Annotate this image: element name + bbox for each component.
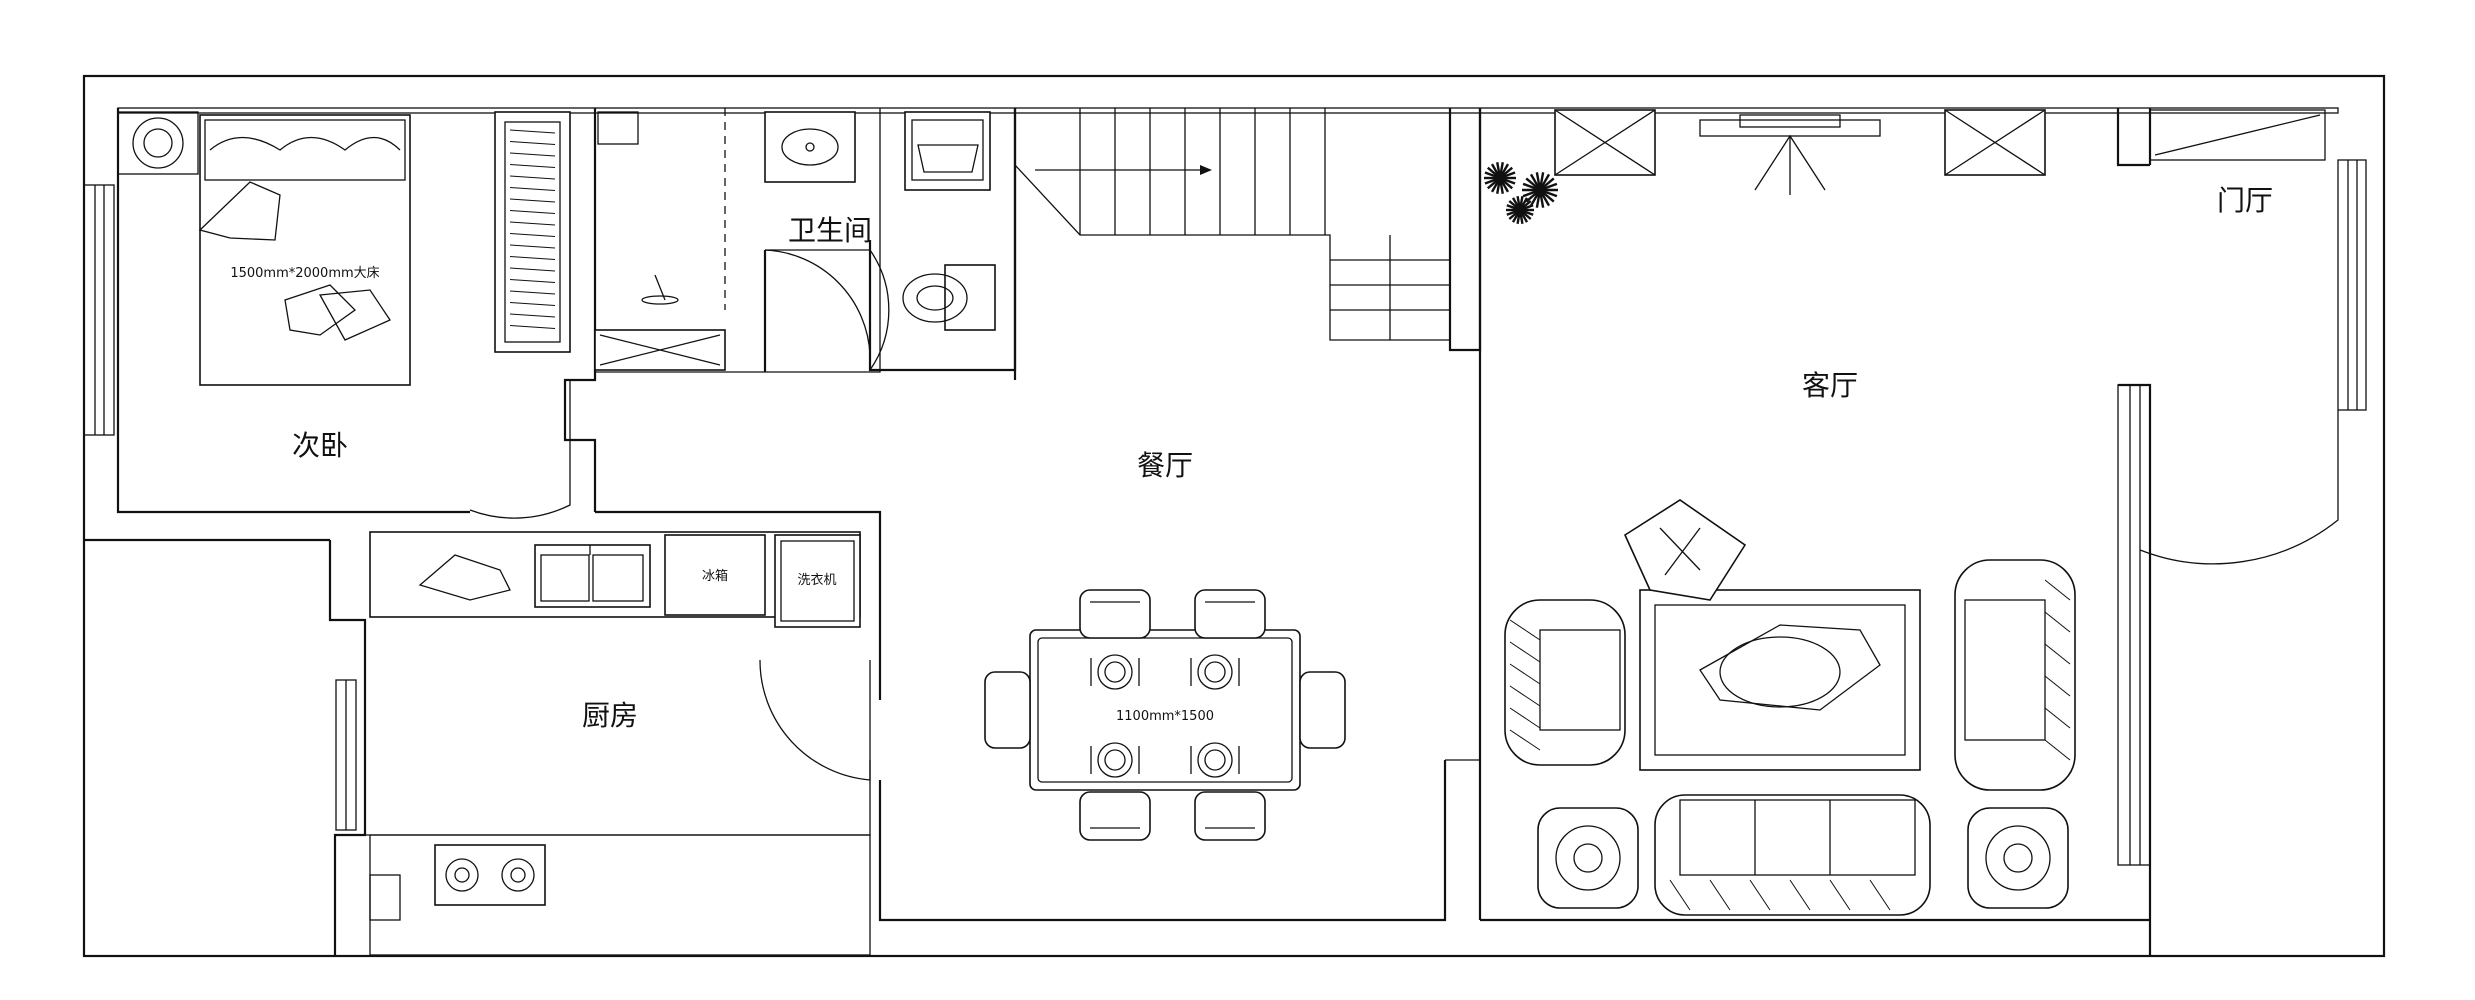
towel-rack-icon bbox=[597, 111, 639, 145]
doors bbox=[469, 249, 2339, 781]
plant-icon bbox=[1484, 162, 1558, 224]
sofa-stitch bbox=[1669, 879, 1691, 911]
sofa-stitch bbox=[1709, 879, 1731, 911]
hanger-line bbox=[509, 221, 556, 226]
stove-icon bbox=[369, 834, 871, 956]
hanger-line bbox=[509, 302, 556, 306]
plate-inner bbox=[1104, 661, 1126, 683]
sofa-stitch bbox=[1509, 729, 1541, 751]
dining-table-icon: 1100mm*1500 bbox=[1029, 629, 1301, 791]
dining-chairs bbox=[984, 589, 1346, 841]
sofa-stitch bbox=[1509, 619, 1541, 641]
cutting-board-icon bbox=[418, 554, 511, 601]
plate bbox=[1197, 654, 1233, 690]
sofa-stitch bbox=[2044, 739, 2071, 761]
hanger-line bbox=[509, 210, 556, 214]
hanger-line bbox=[509, 129, 556, 134]
kitchen-sink-icon bbox=[534, 544, 651, 608]
room-label-bathroom: 卫生间 bbox=[788, 214, 872, 247]
sofa-stitch bbox=[1509, 641, 1541, 663]
fridge-label: 冰箱 bbox=[702, 568, 728, 584]
sofa-stitch bbox=[2044, 579, 2071, 601]
shower-icon bbox=[594, 274, 726, 371]
sofa-stitch bbox=[1509, 707, 1541, 729]
sofa-stitch bbox=[1789, 879, 1811, 911]
sofa-stitch bbox=[2044, 643, 2071, 665]
armchair-icon bbox=[1537, 807, 2069, 909]
room-label-foyer: 门厅 bbox=[2217, 184, 2273, 217]
plate-inner bbox=[1204, 749, 1226, 771]
hanger-line bbox=[509, 290, 556, 295]
sofa-stitch bbox=[1829, 879, 1851, 911]
room-label-living: 客厅 bbox=[1802, 369, 1858, 402]
rug-icon bbox=[1639, 589, 1921, 771]
plate bbox=[1197, 742, 1233, 778]
hanger-line bbox=[509, 267, 556, 272]
hanger-line bbox=[509, 175, 556, 180]
toilet-icon bbox=[902, 264, 996, 331]
sofa-stitch bbox=[2044, 611, 2071, 633]
plant-leaf bbox=[1519, 204, 1534, 212]
sofa-stitch bbox=[1509, 663, 1541, 685]
stair-outline bbox=[1014, 108, 1450, 341]
hanger-line bbox=[509, 198, 556, 203]
hanger-line bbox=[509, 256, 556, 260]
chair-side bbox=[1299, 671, 1346, 749]
table-size-label: 1100mm*1500 bbox=[1116, 709, 1214, 724]
tv-cabinet-icon bbox=[1554, 109, 2046, 195]
lamp-icon bbox=[117, 111, 199, 175]
dining-plates bbox=[1090, 654, 1240, 778]
sofa-stitch bbox=[2044, 675, 2071, 697]
room-label-dining: 餐厅 bbox=[1137, 449, 1193, 482]
sofa-stitch bbox=[2044, 707, 2071, 729]
hanger-line bbox=[509, 164, 556, 168]
bed-icon: 1500mm*2000mm大床 bbox=[198, 114, 411, 386]
fridge-icon: 冰箱 bbox=[664, 534, 766, 616]
stair-arrow-head bbox=[1200, 165, 1212, 175]
hanger-line bbox=[509, 244, 556, 249]
room-label-second-bedroom: 次卧 bbox=[292, 429, 348, 462]
sink-icon bbox=[764, 111, 856, 183]
sofa-stitch bbox=[1869, 879, 1891, 911]
plate-inner bbox=[1204, 661, 1226, 683]
chair-bottom bbox=[1194, 791, 1266, 841]
bed-size-label: 1500mm*2000mm大床 bbox=[230, 266, 379, 281]
plate-inner bbox=[1104, 749, 1126, 771]
chair-bottom bbox=[1079, 791, 1151, 841]
plant-leaf bbox=[1539, 182, 1558, 192]
plate bbox=[1097, 742, 1133, 778]
hanger-line bbox=[509, 313, 556, 318]
hanger-line bbox=[509, 187, 556, 191]
plant-leaf bbox=[1499, 171, 1516, 180]
plate bbox=[1097, 654, 1133, 690]
chair-side bbox=[984, 671, 1031, 749]
sofa-icon bbox=[1504, 559, 2076, 916]
room-labels: 次卧 卫生间 餐厅 客厅 门厅 厨房 bbox=[292, 184, 2273, 732]
hanger-line bbox=[509, 233, 556, 237]
sofa-stitch bbox=[1509, 685, 1541, 707]
chair-top bbox=[1194, 589, 1266, 639]
washer-label: 洗衣机 bbox=[797, 572, 836, 588]
hanger-line bbox=[509, 279, 556, 283]
stairs-icon bbox=[1014, 108, 1450, 341]
chair-top bbox=[1079, 589, 1151, 639]
hanger-line bbox=[509, 141, 556, 145]
sofa-stitch bbox=[1749, 879, 1771, 911]
hanger-line bbox=[509, 325, 556, 329]
washer-kitchen-icon: 洗衣机 bbox=[774, 534, 861, 628]
ottoman-icon bbox=[1623, 499, 1747, 601]
room-label-kitchen: 厨房 bbox=[582, 699, 638, 732]
hanger-line bbox=[509, 152, 556, 157]
washing-machine-icon bbox=[904, 111, 991, 191]
wardrobe-icon bbox=[494, 111, 571, 353]
